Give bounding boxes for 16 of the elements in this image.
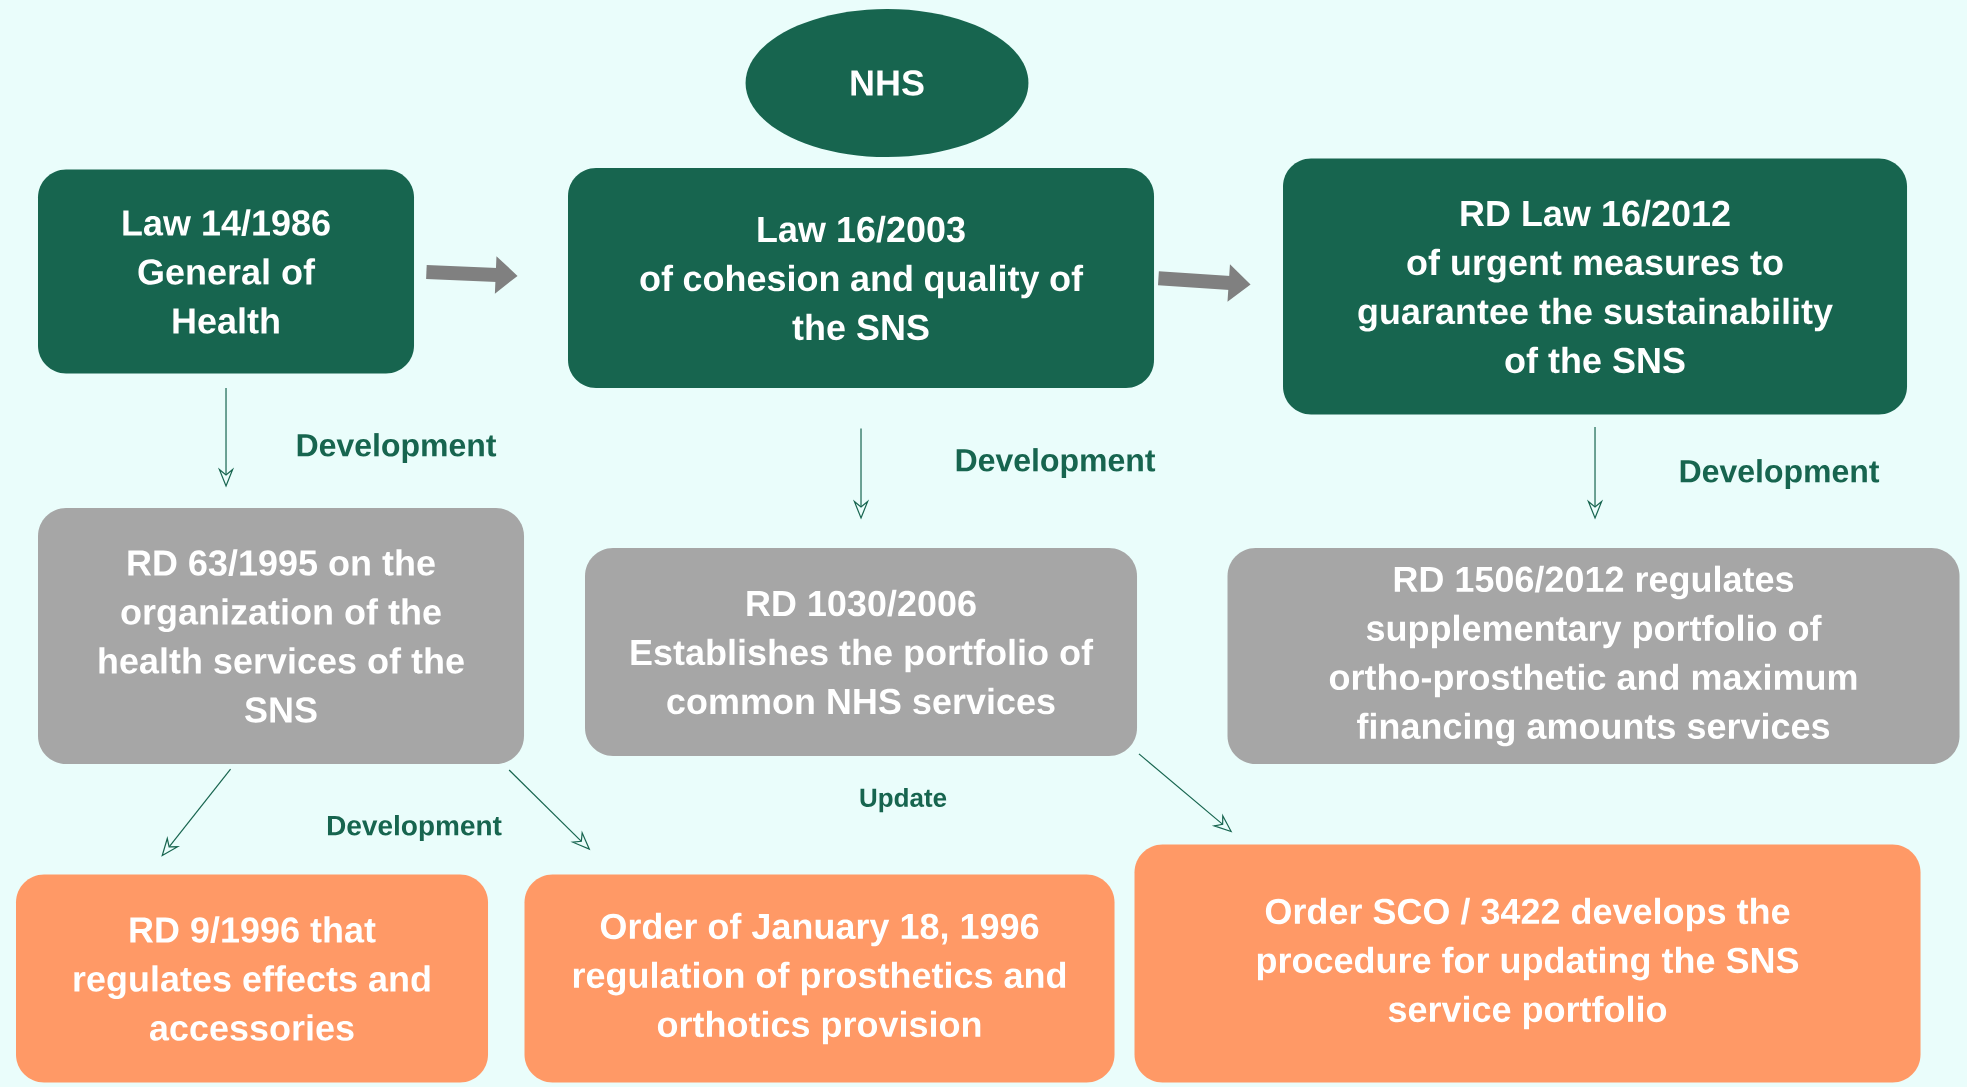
law-box: RD Law 16/2012 of urgent measures to guarantee the sustainability of the SNS	[1283, 158, 1908, 415]
ellipse-node: NHS	[745, 9, 1029, 157]
law-box: Law 14/1986 General of Health	[38, 169, 414, 374]
edge-label: Development	[328, 814, 502, 842]
regulation-box: Order of January 18, 1996 regulation of prosthetics and orthotics provision	[524, 874, 1115, 1083]
regulation-box: RD 9/1996 that regulates effects and accessories	[16, 874, 488, 1083]
law-box: Law 16/2003 of cohesion and quality of the SNS	[568, 168, 1155, 388]
decree-box: RD 1506/2012 regulates supplementary portfolio of ortho-prosthetic and maximum financing amounts services	[1227, 548, 1960, 764]
decree-box: RD 63/1995 on the organization of the health services of the SNS	[38, 508, 524, 764]
edge-label: Development	[297, 433, 497, 463]
edge-label: Development	[956, 448, 1156, 478]
decree-box: RD 1030/2006 Establishes the portfolio of common NHS services	[585, 548, 1138, 756]
edge-label: Development	[1680, 459, 1880, 489]
regulation-box: Order SCO / 3422 develops the procedure for updating the SNS service portfolio	[1134, 844, 1921, 1083]
text-label: Update	[860, 787, 947, 813]
arrow	[161, 768, 232, 857]
